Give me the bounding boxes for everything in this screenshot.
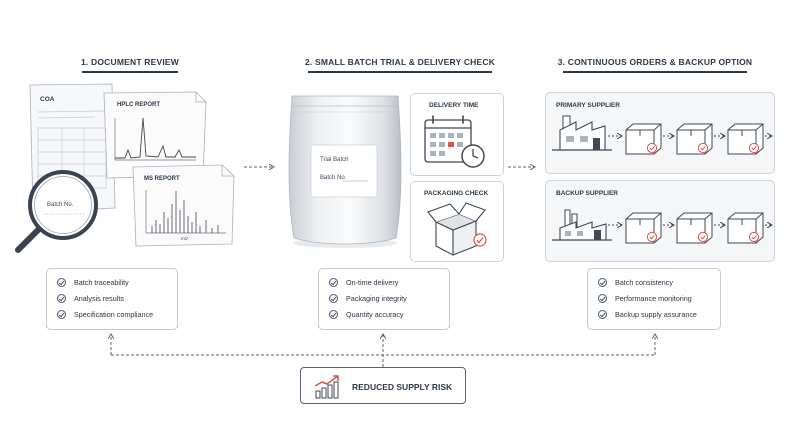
check-circle-icon (329, 309, 338, 319)
check-circle-icon (329, 293, 338, 303)
checklist-item-label: Analysis results (74, 293, 124, 303)
calendar-icon (424, 115, 472, 163)
checklist-item: On-time delivery (329, 274, 439, 290)
ms-axis-label: m/z (181, 236, 189, 241)
package-icon (625, 123, 662, 155)
checklist-item: Backup supply assurance (598, 306, 710, 322)
ms-document (132, 164, 235, 247)
ms-label: MS REPORT (144, 176, 180, 182)
step-3-title: 3. CONTINUOUS ORDERS & BACKUP OPTION (545, 57, 765, 73)
checklist-item: Batch consistency (598, 274, 710, 290)
bag-label-trial-batch: Trial Batch (320, 157, 349, 163)
check-circle-icon (57, 309, 66, 319)
checklist-item-label: Batch consistency (615, 277, 673, 287)
packaging-check-card: PACKAGING CHECK (410, 181, 504, 262)
step-1-underline (82, 71, 178, 73)
clock-icon (461, 144, 485, 168)
step-3-underline (563, 71, 747, 73)
checklist-document-review: Batch traceability Analysis results Spec… (46, 268, 178, 330)
checklist-item-label: Specification compliance (74, 309, 154, 319)
bag-label-batch-no: Batch No. (320, 175, 347, 181)
backup-supplier-label: BACKUP SUPPLIER (556, 190, 619, 197)
checklist-item-label: Quantity accuracy (346, 309, 404, 319)
package-icon (676, 212, 713, 244)
reduced-supply-risk-label: REDUCED SUPPLY RISK (352, 382, 453, 392)
check-circle-icon (598, 293, 607, 303)
check-circle-icon (57, 277, 66, 287)
step-2-title: 2. SMALL BATCH TRIAL & DELIVERY CHECK (290, 57, 510, 73)
hplc-document (103, 91, 207, 179)
checklist-item-label: Backup supply assurance (615, 309, 697, 319)
checklist-item-label: On-time delivery (346, 277, 399, 287)
delivery-time-label: DELIVERY TIME (429, 102, 479, 109)
factory-icon (552, 209, 612, 241)
check-circle-icon (598, 277, 607, 287)
step-3-title-text: 3. CONTINUOUS ORDERS & BACKUP OPTION (557, 57, 753, 67)
package-icon (676, 123, 713, 155)
step-2-underline (308, 71, 492, 73)
checklist-item: Batch traceability (57, 274, 167, 290)
reduced-supply-risk-box: REDUCED SUPPLY RISK (300, 367, 466, 404)
rising-chart-icon (314, 375, 339, 399)
hplc-label: HPLC REPORT (117, 102, 161, 108)
package-icon (727, 123, 764, 155)
checklist-item: Quantity accuracy (329, 306, 439, 322)
package-icon (625, 212, 662, 244)
step-1-title: 1. DOCUMENT REVIEW (55, 57, 205, 73)
magnified-batch-no: Batch No. (47, 202, 74, 208)
checklist-item-label: Packaging integrity (346, 293, 407, 303)
checklist-item: Specification compliance (57, 306, 167, 322)
packaging-check-label: PACKAGING CHECK (424, 190, 489, 197)
check-circle-icon (598, 309, 607, 319)
step-1-title-text: 1. DOCUMENT REVIEW (80, 57, 180, 67)
checklist-item-label: Batch traceability (74, 277, 129, 287)
delivery-time-card: DELIVERY TIME (410, 93, 504, 176)
primary-package-flow (608, 123, 772, 155)
check-circle-icon (329, 277, 338, 287)
checklist-item: Performance monitoring (598, 290, 710, 306)
primary-supplier-label: PRIMARY SUPPLIER (556, 102, 620, 109)
checklist-continuous-orders: Batch consistency Performance monitoring… (587, 268, 721, 330)
checklist-trial-delivery: On-time delivery Packaging integrity Qua… (318, 268, 450, 330)
checklist-item: Analysis results (57, 290, 167, 306)
factory-icon (552, 115, 612, 151)
checklist-item-label: Performance monitoring (615, 293, 692, 303)
magnifier-icon (15, 170, 98, 253)
step-2-title-text: 2. SMALL BATCH TRIAL & DELIVERY CHECK (304, 57, 496, 67)
backup-package-flow (608, 212, 772, 244)
box-icon (427, 202, 486, 256)
coa-label: COA (40, 96, 55, 103)
check-badge-icon (473, 233, 487, 247)
trial-batch-bag (288, 95, 402, 248)
package-icon (727, 212, 764, 244)
check-circle-icon (57, 293, 66, 303)
checklist-item: Packaging integrity (329, 290, 439, 306)
